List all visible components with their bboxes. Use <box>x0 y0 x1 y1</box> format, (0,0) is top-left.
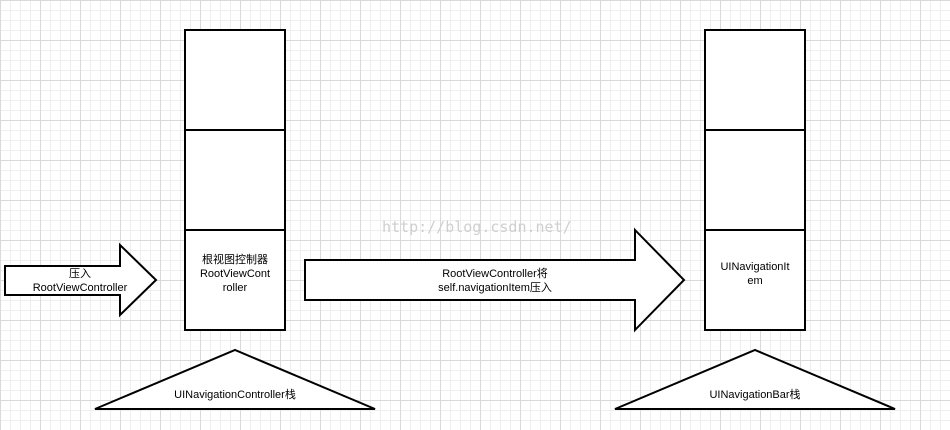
root-stack-item-label-line3: roller <box>223 282 248 294</box>
nav-stack-slot-middle <box>704 129 806 231</box>
navigation-bar-stack-label: UINavigationBar栈 <box>709 387 800 401</box>
nav-stack-slot-top <box>704 29 806 131</box>
nav-stack-item-label-line1: UINavigationIt <box>720 261 789 273</box>
transfer-arrow-shape <box>304 227 686 333</box>
navigation-bar-triangle <box>614 348 896 410</box>
root-controller-stack: 根视图控制器 RootViewCont roller <box>184 29 286 331</box>
nav-stack-slot-bottom <box>704 229 806 331</box>
nav-stack-item-label-line2: em <box>747 275 762 287</box>
root-stack-item-label-line2: RootViewCont <box>200 268 270 280</box>
transfer-arrow-label-line2: self.navigationItem压入 <box>438 281 552 294</box>
navigation-bar-stack-base: UINavigationBar栈 <box>614 348 896 410</box>
transfer-arrow: RootViewController将 self.navigationItem压… <box>304 227 686 333</box>
push-arrow: 压入 RootViewController <box>4 242 158 318</box>
navigation-controller-stack-label: UINavigationController栈 <box>174 387 296 401</box>
root-stack-slot-bottom <box>184 229 286 331</box>
transfer-arrow-label-line1: RootViewController将 <box>442 267 548 280</box>
root-stack-item-label-line1: 根视图控制器 <box>202 252 268 266</box>
root-stack-slot-top <box>184 29 286 131</box>
navigation-controller-triangle <box>94 348 376 410</box>
navigation-bar-stack: UINavigationIt em <box>704 29 806 331</box>
push-arrow-label-line1: 压入 <box>69 267 91 280</box>
push-arrow-label-line2: RootViewController <box>33 282 128 294</box>
navigation-controller-stack-base: UINavigationController栈 <box>94 348 376 410</box>
watermark-text: http://blog.csdn.net/ <box>382 218 572 236</box>
push-arrow-shape <box>4 242 158 318</box>
root-stack-slot-middle <box>184 129 286 231</box>
